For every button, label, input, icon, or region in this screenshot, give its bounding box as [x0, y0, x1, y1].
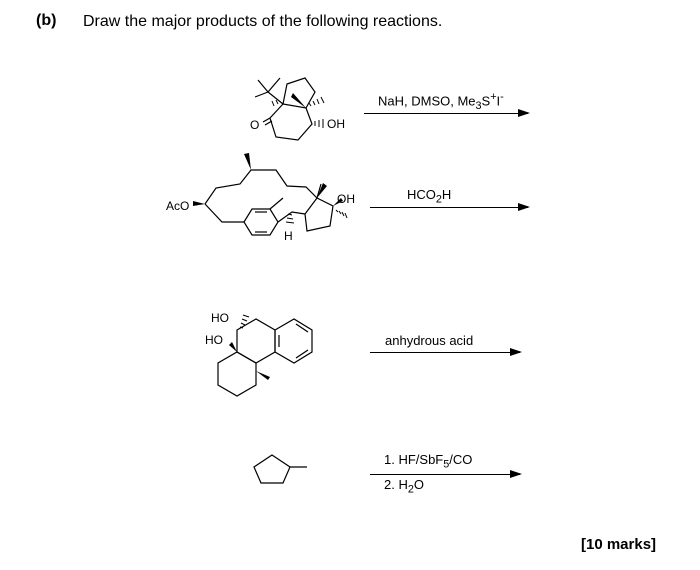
r2-reagent: HCO2H	[407, 187, 452, 206]
r2-hydrogen-label: H	[284, 229, 293, 243]
r3-reaction-arrow	[370, 348, 522, 356]
r2-hydroxyl-label: OH	[337, 192, 355, 206]
r3-hydroxyl-label-2: HO	[205, 333, 223, 347]
r4-reagent-step-1: 1. HF/SbF5/CO	[384, 452, 473, 471]
r1-reaction-arrow	[364, 109, 530, 117]
r1-reagent: NaH, DMSO, Me3S+I-	[378, 91, 504, 112]
marks-label: [10 marks]	[581, 536, 657, 553]
question-text: Draw the major products of the following…	[83, 13, 443, 30]
r3-hydroxyl-label-1: HO	[211, 311, 229, 325]
r1-hydroxyl-label: OH	[327, 117, 345, 131]
part-label: (b)	[36, 12, 57, 29]
r1-oxygen-label: O	[250, 118, 259, 132]
r2-reaction-arrow	[370, 203, 530, 211]
r4-reagent-step-2: 2. H2O	[384, 477, 424, 496]
r3-reagent: anhydrous acid	[385, 333, 474, 348]
r2-acetoxy-label: AcO	[166, 199, 189, 213]
r4-reaction-arrow	[370, 470, 522, 478]
